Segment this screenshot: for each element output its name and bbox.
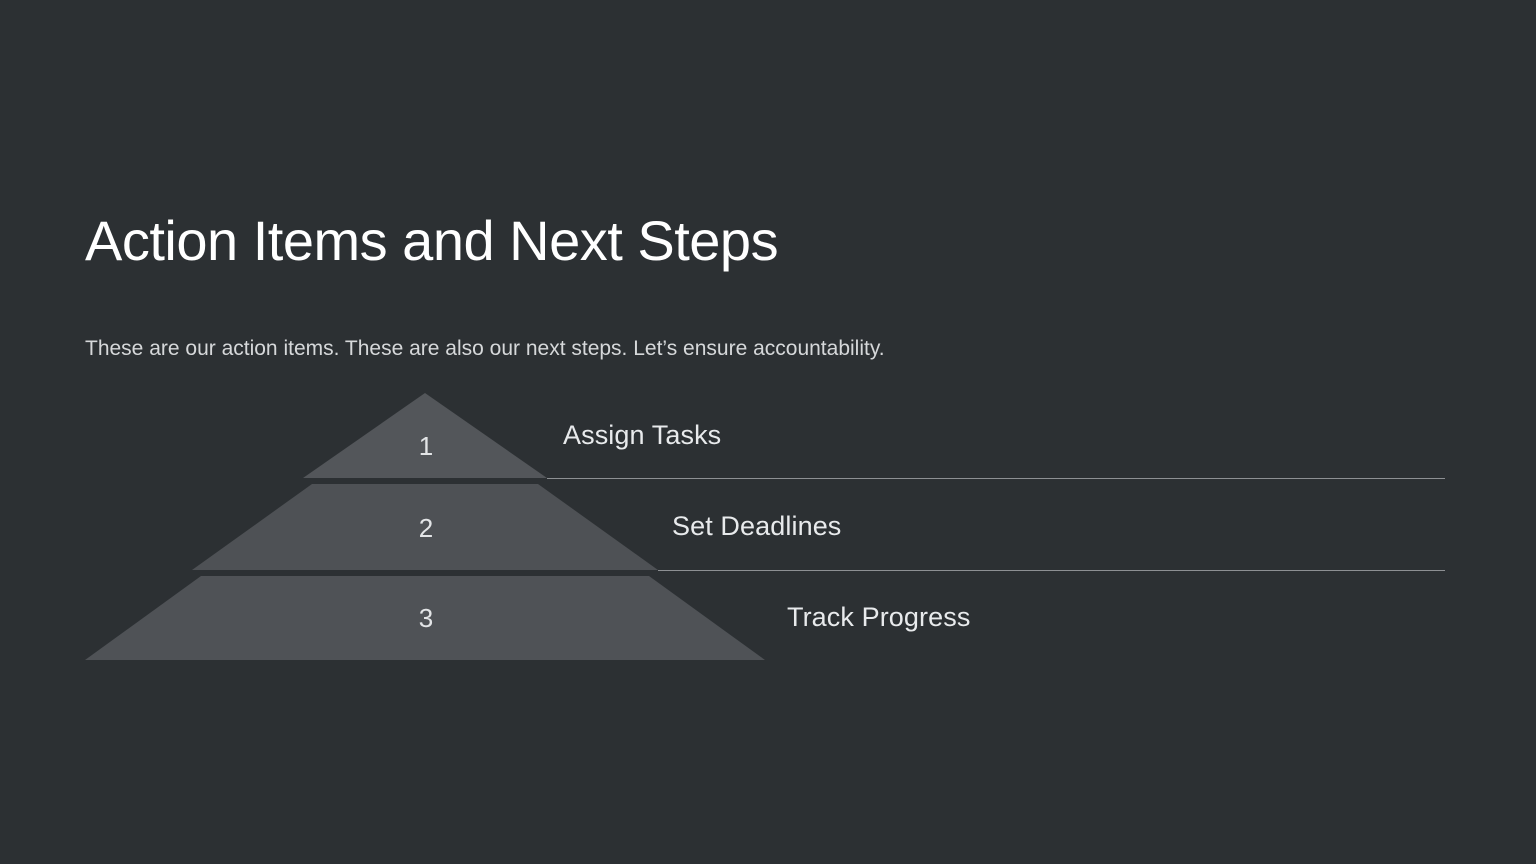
pyramid-tier-1-number: 1	[418, 431, 434, 461]
pyramid-shape	[85, 393, 765, 660]
slide-subtitle: These are our action items. These are al…	[85, 337, 885, 360]
pyramid-tier-3-label: Track Progress	[787, 602, 971, 632]
pyramid-tier-1-label: Assign Tasks	[563, 420, 722, 450]
pyramid-tier-3-shape[interactable]	[85, 576, 765, 660]
pyramid-tier-1-shape[interactable]	[303, 393, 547, 478]
pyramid-tier-2-number: 2	[418, 513, 434, 543]
tier-separator-rule-1	[547, 478, 1445, 479]
tier-separator-rule-2	[658, 570, 1445, 571]
pyramid-tier-2-label: Set Deadlines	[672, 511, 842, 541]
pyramid-tier-2-shape[interactable]	[192, 484, 658, 570]
pyramid-tier-3-number: 3	[418, 603, 434, 633]
page-title: Action Items and Next Steps	[85, 209, 779, 272]
